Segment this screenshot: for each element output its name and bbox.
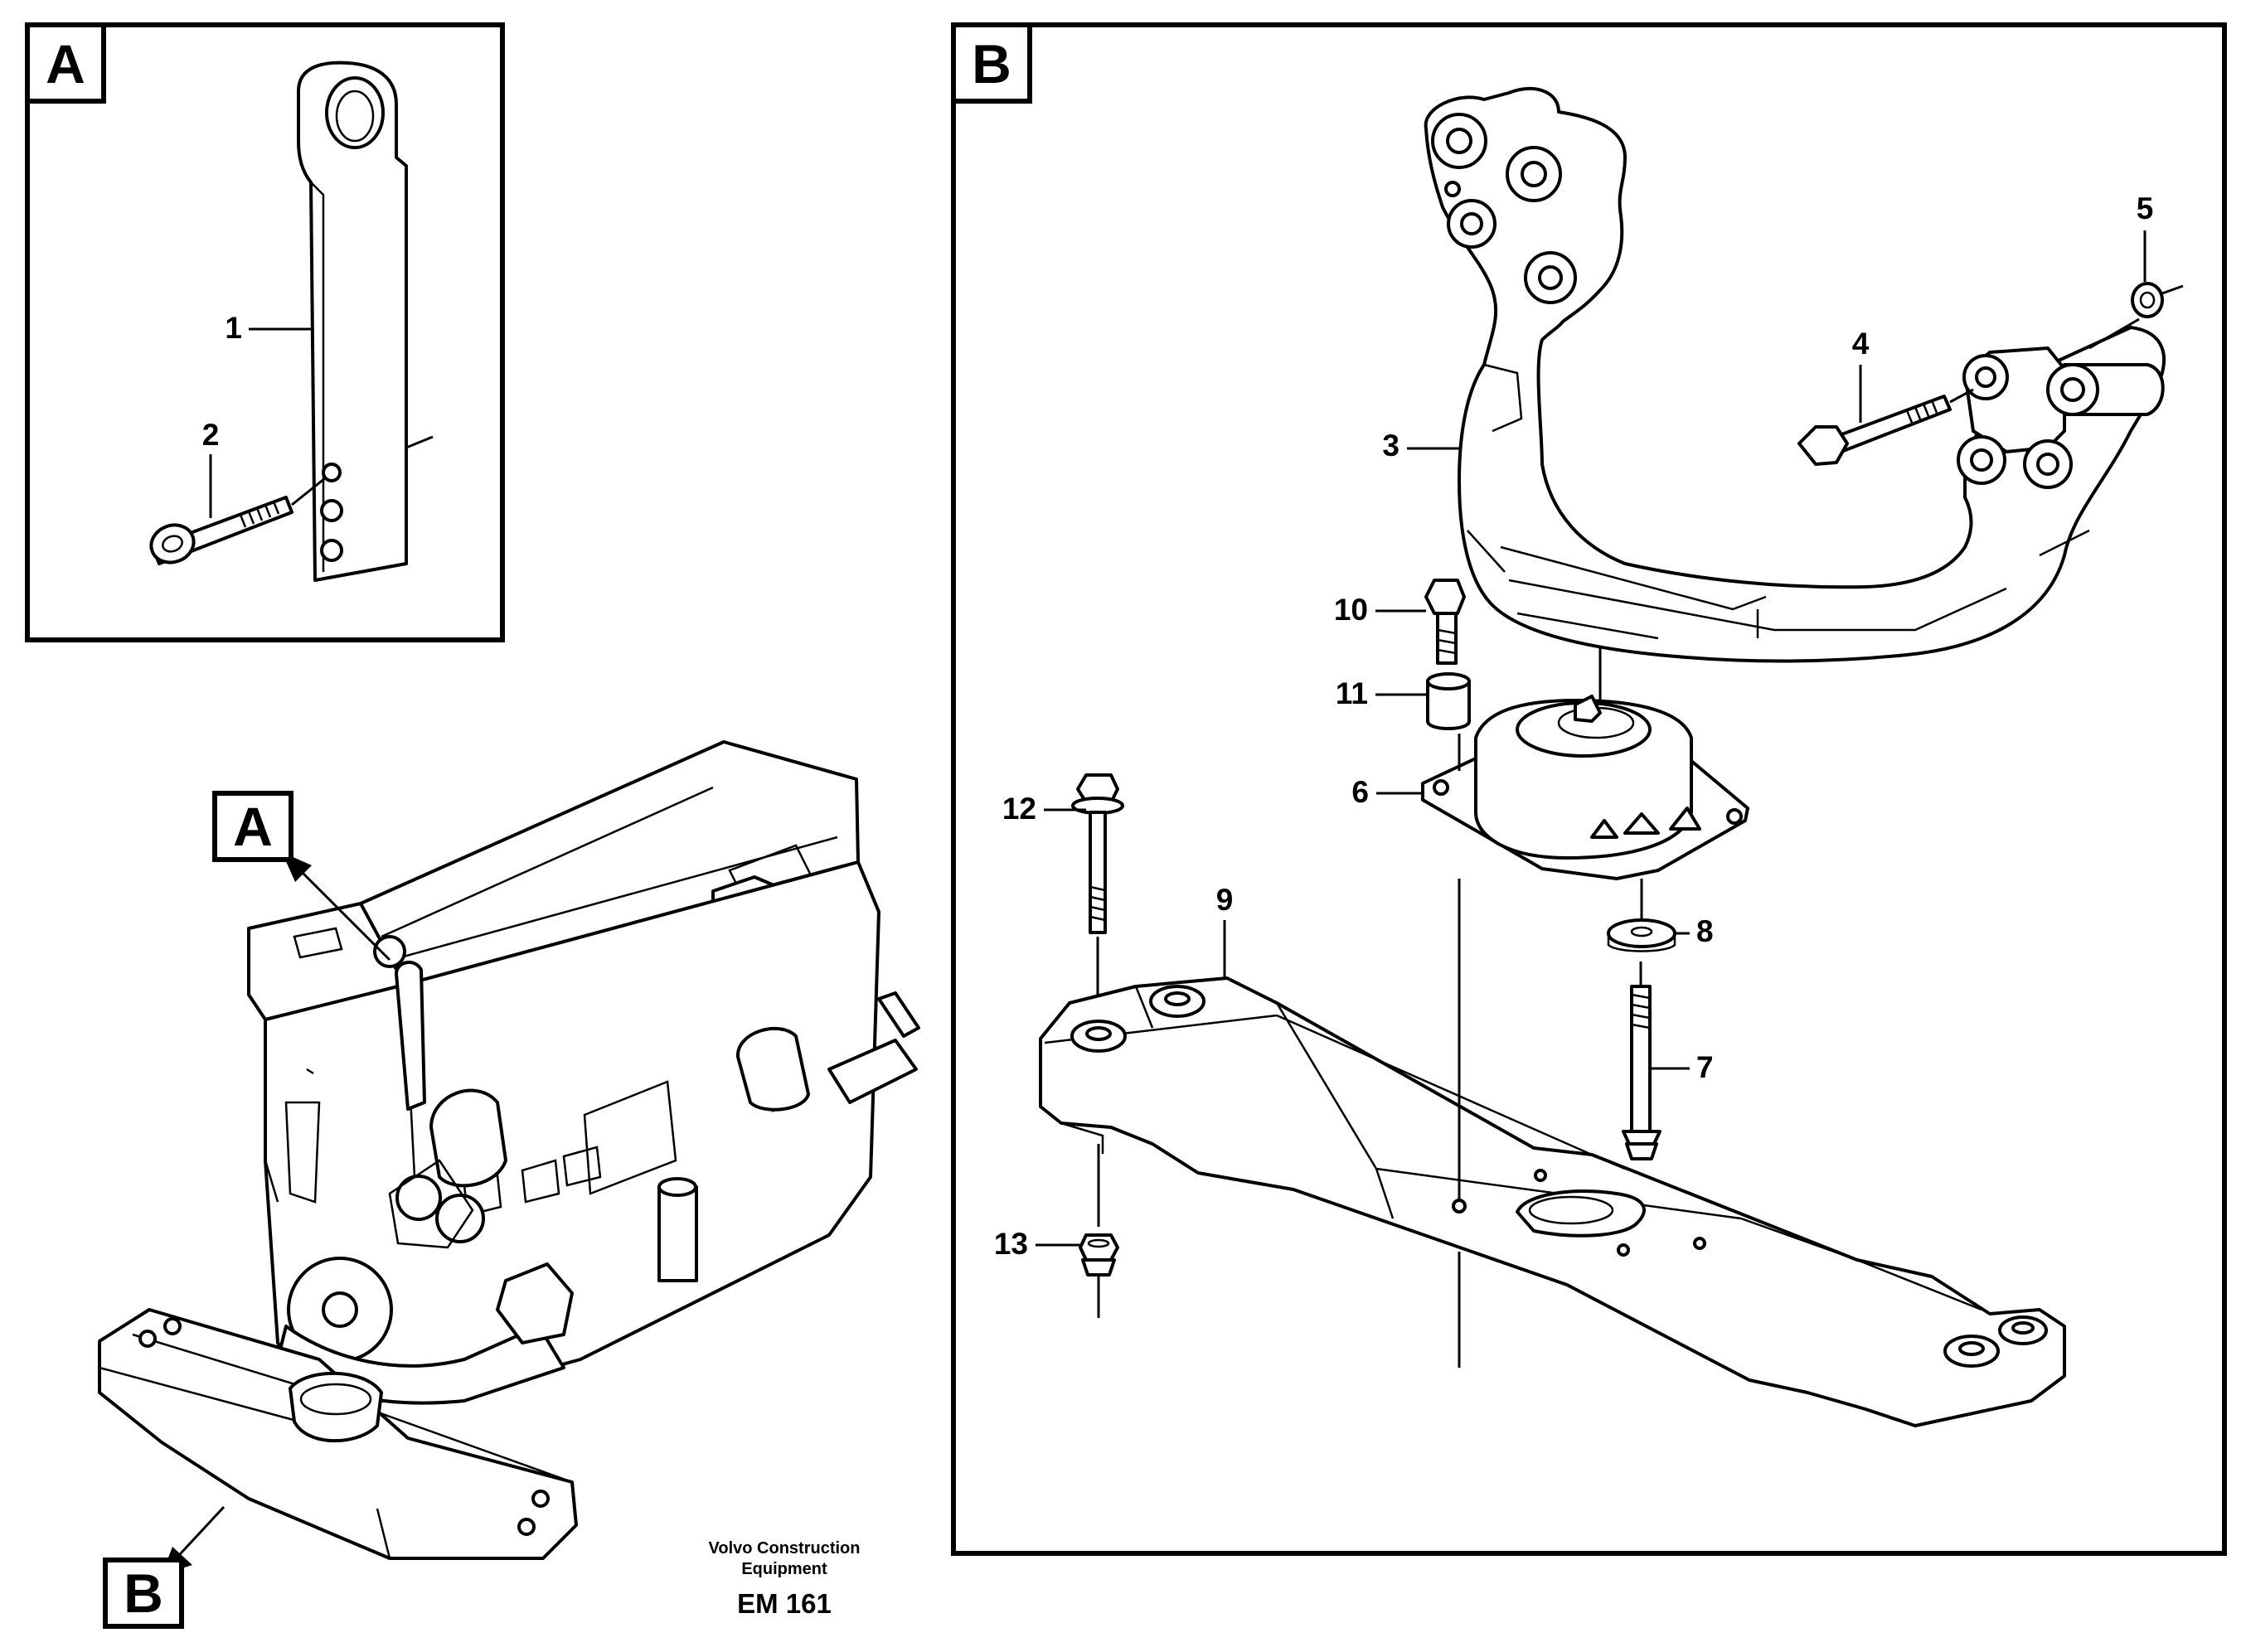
screw-part-2 [149, 477, 326, 565]
callout-7: 7 [1696, 1050, 1714, 1084]
panel-a: A 1 2 [25, 22, 505, 642]
callout-2: 2 [202, 418, 220, 452]
callout-6: 6 [1351, 775, 1369, 809]
callout-12: 12 [1002, 792, 1036, 826]
footer-code: EM 161 [737, 1588, 832, 1619]
callout-10: 10 [1334, 593, 1368, 627]
beam-part-9 [1039, 734, 2066, 1427]
screw-part-4 [1797, 388, 1974, 466]
callout-11: 11 [1336, 676, 1368, 710]
callout-5: 5 [2137, 191, 2154, 225]
panel-b-label: B [972, 33, 1011, 94]
screw-part-12 [1071, 773, 1124, 1028]
panel-a-label: A [46, 33, 85, 94]
bracket-part-3 [1424, 86, 2166, 663]
panel-b-label-box [951, 22, 1032, 104]
nut-part-13 [1079, 1144, 1119, 1318]
overview-label-a-box [212, 791, 293, 862]
overview-label-b: B [124, 1562, 163, 1624]
footer: Volvo Construction Equipment EM 161 [709, 1539, 861, 1619]
callout-8: 8 [1696, 914, 1714, 948]
footer-brand-line2: Equipment [741, 1560, 827, 1578]
lifting-eye-part-1 [297, 61, 434, 582]
panel-b-frame [951, 22, 2227, 1556]
callout-9: 9 [1216, 883, 1234, 917]
bolt-part-10 [1424, 579, 1466, 665]
callout-4: 4 [1852, 327, 1870, 361]
bolt-part-7 [1622, 962, 1661, 1160]
engine-overview: A B [98, 740, 920, 1629]
footer-brand-line1: Volvo Construction [709, 1539, 861, 1558]
overview-label-b-box [103, 1558, 184, 1629]
spacer-part-11 [1426, 672, 1471, 730]
panel-b: B [951, 22, 2227, 1556]
callout-1: 1 [225, 311, 242, 345]
callout-13: 13 [994, 1227, 1028, 1261]
panel-a-label-box [25, 22, 106, 104]
callout-3: 3 [1382, 429, 1400, 463]
rubber-mount-part-6 [1421, 647, 1749, 880]
panel-a-frame [25, 22, 505, 642]
overview-label-a: A [233, 796, 273, 857]
washer-part-8 [1607, 879, 1676, 952]
washer-part-5 [2088, 282, 2184, 350]
